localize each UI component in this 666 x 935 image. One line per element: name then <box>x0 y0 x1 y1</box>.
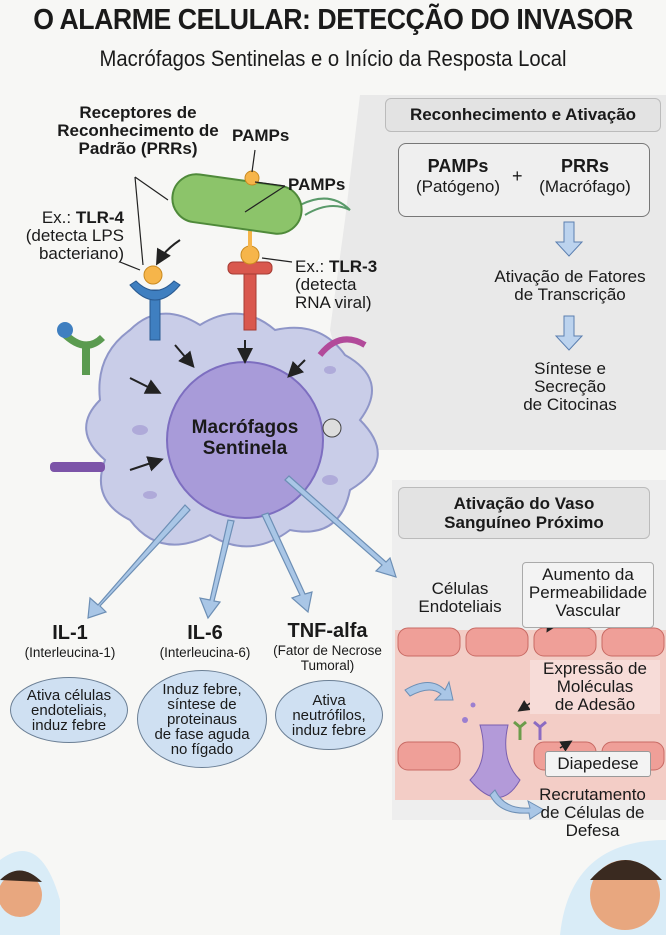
vessel-header-line: Sanguíneo Próximo <box>444 513 604 532</box>
macrophage-label-line: Macrófagos <box>191 417 299 438</box>
adhesion-line: de Adesão <box>554 695 636 714</box>
sleeping-child-left-image <box>0 851 60 935</box>
prrs-title: PRRs <box>560 156 609 176</box>
effect-line: síntese de <box>167 695 237 713</box>
effect-line: induz febre <box>31 716 107 734</box>
purple-receptor <box>50 462 105 472</box>
recruitment-line: de Células de <box>540 803 645 822</box>
effect-line: endoteliais, <box>31 701 107 719</box>
cytokine-name: IL-6 <box>187 622 223 644</box>
page-subtitle: Macrófagos Sentinelas e o Início da Resp… <box>99 46 567 71</box>
pamps-title: PAMPs <box>427 156 489 176</box>
endothelial-line: Células <box>431 579 489 598</box>
cytokine-name: TNF-alfa <box>287 620 368 642</box>
step-line: de Transcrição <box>514 285 626 304</box>
vessel-header-line: Ativação do Vaso <box>453 494 595 513</box>
step-arrows <box>554 221 584 351</box>
pink-receptor <box>317 336 367 357</box>
cytokine-fullname: (Interleucina-1) <box>24 645 116 660</box>
effect-line: Ativa <box>312 691 346 709</box>
prr-label-line: Reconhecimento de <box>57 121 219 140</box>
diapedesis-box: Diapedese <box>545 751 651 777</box>
effect-line: de fase aguda <box>154 725 250 743</box>
recruitment-line: Defesa <box>565 821 620 840</box>
bacteria <box>171 173 351 235</box>
cytokine-tnf: TNF-alfa (Fator de Necrose Tumoral) <box>265 620 390 673</box>
adhesion-line: Expressão de <box>543 659 647 678</box>
prr-label-line: Receptores de <box>79 103 197 122</box>
tlr4-name: TLR-4 <box>75 208 124 227</box>
permeability-line: Aumento da <box>542 565 634 584</box>
tlr4-prefix: Ex.: <box>41 208 76 227</box>
tlr3-label: Ex.: TLR-3 (detecta RNA viral) <box>295 258 377 312</box>
plus-sign: + <box>512 166 523 186</box>
prrs-col: PRRs (Macrófago) <box>525 156 645 197</box>
permeability-line: Permeabilidade <box>528 583 648 602</box>
tlr3-receptor <box>227 261 273 331</box>
cytokine-fullname: Tumoral) <box>300 658 355 673</box>
permeability-line: Vascular <box>555 601 621 620</box>
step-line: de Citocinas <box>523 395 617 414</box>
endothelial-line: Endoteliais <box>418 597 502 616</box>
effect-line: no fígado <box>170 740 234 758</box>
prr-label-line: Padrão (PRRs) <box>78 139 198 158</box>
pamps-sub: (Patógeno) <box>415 177 501 196</box>
step-line: Secreção <box>534 377 606 396</box>
cytokine-fullname: (Interleucina-6) <box>159 645 251 660</box>
adhesion-molecules <box>513 720 547 740</box>
effect-line: proteinaus <box>166 710 238 728</box>
pamps-col: PAMPs (Patógeno) <box>403 156 513 197</box>
green-receptor <box>60 330 105 375</box>
tlr4-desc: (detecta LPS <box>25 226 124 245</box>
cytokine-arrows <box>87 475 397 620</box>
recognition-header: Reconhecimento e Ativação <box>385 98 661 132</box>
macrophage-label-line: Sentinela <box>202 438 288 459</box>
step-line: Ativação de Fatores <box>494 267 646 286</box>
effect-line: induz febre <box>291 721 367 739</box>
tlr4-label: Ex.: TLR-4 (detecta LPS bacteriano) <box>4 209 124 263</box>
pamps-top-label: PAMPs <box>232 126 290 145</box>
cytokine-il6: IL-6 (Interleucina-6) <box>145 622 265 660</box>
cytokine-il1: IL-1 (Interleucina-1) <box>10 622 130 660</box>
adhesion-line: Moléculas <box>556 677 634 696</box>
sleeping-child-right-image <box>560 840 666 935</box>
cytokine-fullname: (Fator de Necrose <box>273 643 382 658</box>
effect-line: neutrófilos, <box>292 706 366 724</box>
tlr4-desc: bacteriano) <box>38 244 124 263</box>
tlr3-prefix: Ex.: <box>295 257 330 276</box>
page-title: O ALARME CELULAR: DETECÇÃO DO INVASOR <box>33 4 633 36</box>
macrophage-label: Macrófagos Sentinela <box>175 417 315 459</box>
recruitment-line: Recrutamento <box>539 785 646 804</box>
tlr4-receptor <box>129 280 181 341</box>
pamps-side-label: PAMPs <box>288 175 346 194</box>
tlr3-desc: (detecta <box>295 275 357 294</box>
cytokine-name: IL-1 <box>52 622 88 644</box>
vessel-arrows <box>404 680 545 820</box>
effect-line: Induz febre, <box>162 680 242 698</box>
pamps-prrs-box: PAMPs (Patógeno) + PRRs (Macrófago) <box>398 143 650 217</box>
prrs-sub: (Macrófago) <box>539 177 631 196</box>
tlr3-desc: RNA viral) <box>295 293 372 312</box>
step-line: Síntese e <box>534 359 606 378</box>
prr-label: Receptores de Reconhecimento de Padrão (… <box>38 104 238 158</box>
effect-line: Ativa células <box>26 686 112 704</box>
tlr3-name: TLR-3 <box>329 257 378 276</box>
